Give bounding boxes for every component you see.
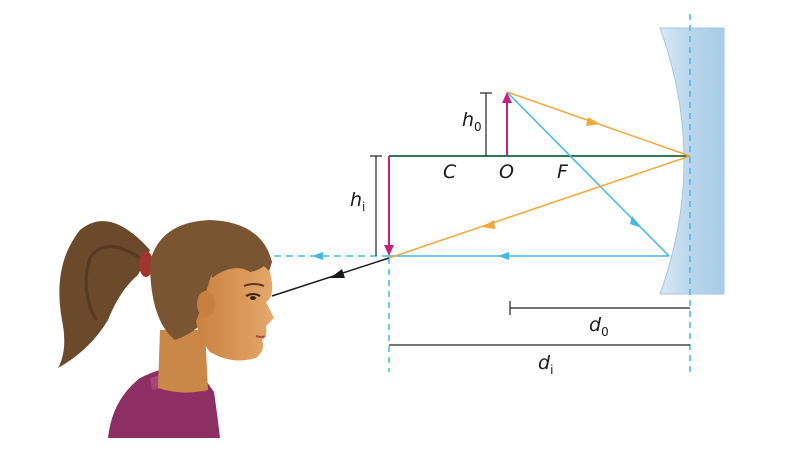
object-height-bracket xyxy=(480,92,492,156)
blue-ray-arrowhead xyxy=(630,216,642,228)
orange-ray xyxy=(388,91,691,259)
image-arrow xyxy=(384,156,394,256)
orange-ray-arrowhead xyxy=(586,117,600,126)
sight-line xyxy=(271,257,390,297)
object-position-label: O xyxy=(499,161,514,183)
orange-ray-arrowhead xyxy=(482,220,495,229)
blue-ray xyxy=(389,91,670,257)
center-of-curvature-label: C xyxy=(443,161,457,183)
image-height-bracket xyxy=(370,155,382,256)
object-distance-line xyxy=(509,301,690,315)
image-distance-label: di xyxy=(538,352,553,377)
image-height-label: hi xyxy=(350,189,365,214)
concave-mirror-icon xyxy=(659,27,725,295)
object-height-label: h0 xyxy=(462,109,482,134)
blue-ray-arrowhead xyxy=(312,252,323,260)
object-arrow xyxy=(502,92,512,156)
sight-line-arrowhead xyxy=(330,269,345,278)
object-distance-label: d0 xyxy=(589,314,609,339)
blue-ray-arrowhead xyxy=(498,252,509,260)
focal-point-label: F xyxy=(557,161,569,183)
girl-face-icon xyxy=(58,220,274,438)
